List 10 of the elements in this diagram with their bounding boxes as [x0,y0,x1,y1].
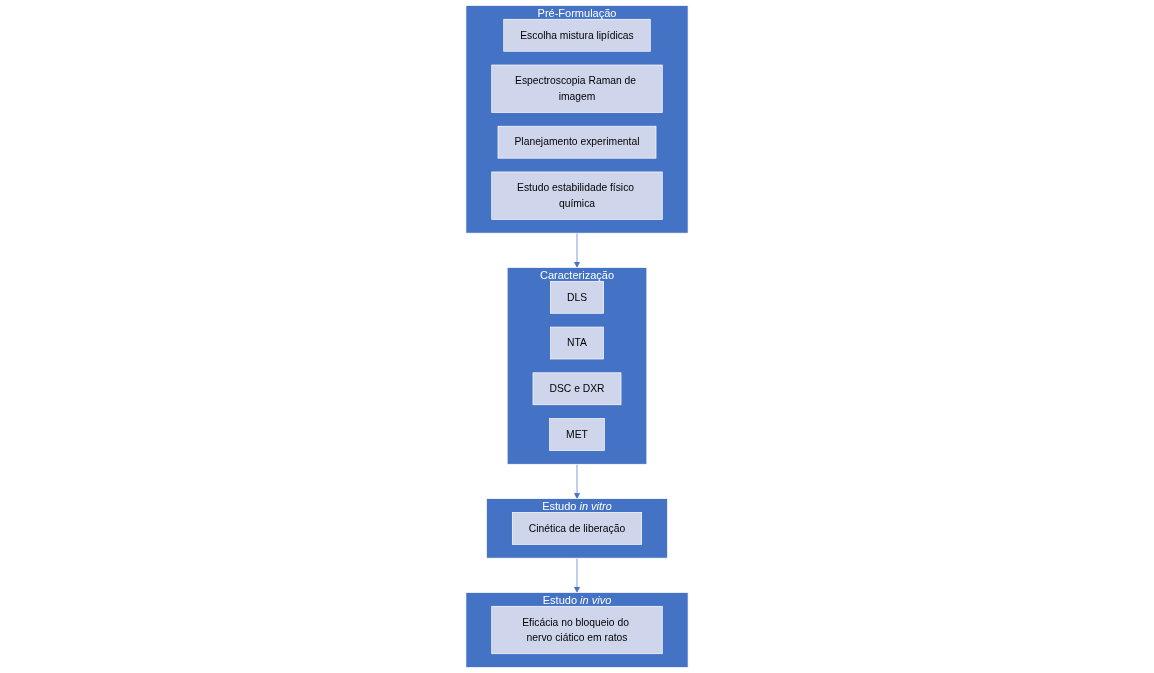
node-box: MET [549,418,605,451]
node-box: Cinética de liberação [511,512,643,545]
node-box: Escolha mistura lipídicas [503,18,651,52]
node-box: DSC e DXR [532,372,622,406]
node-box: Estudo estabilidade físico química [491,171,663,220]
node-box: Eficácia no bloqueio do nervo ciático em ratos [491,605,663,655]
node-box: DLS [550,280,604,314]
node-box: NTA [550,326,604,360]
node-box: Espectroscopia Raman de imagem [491,64,663,113]
node-box: Planejamento experimental [497,125,657,159]
